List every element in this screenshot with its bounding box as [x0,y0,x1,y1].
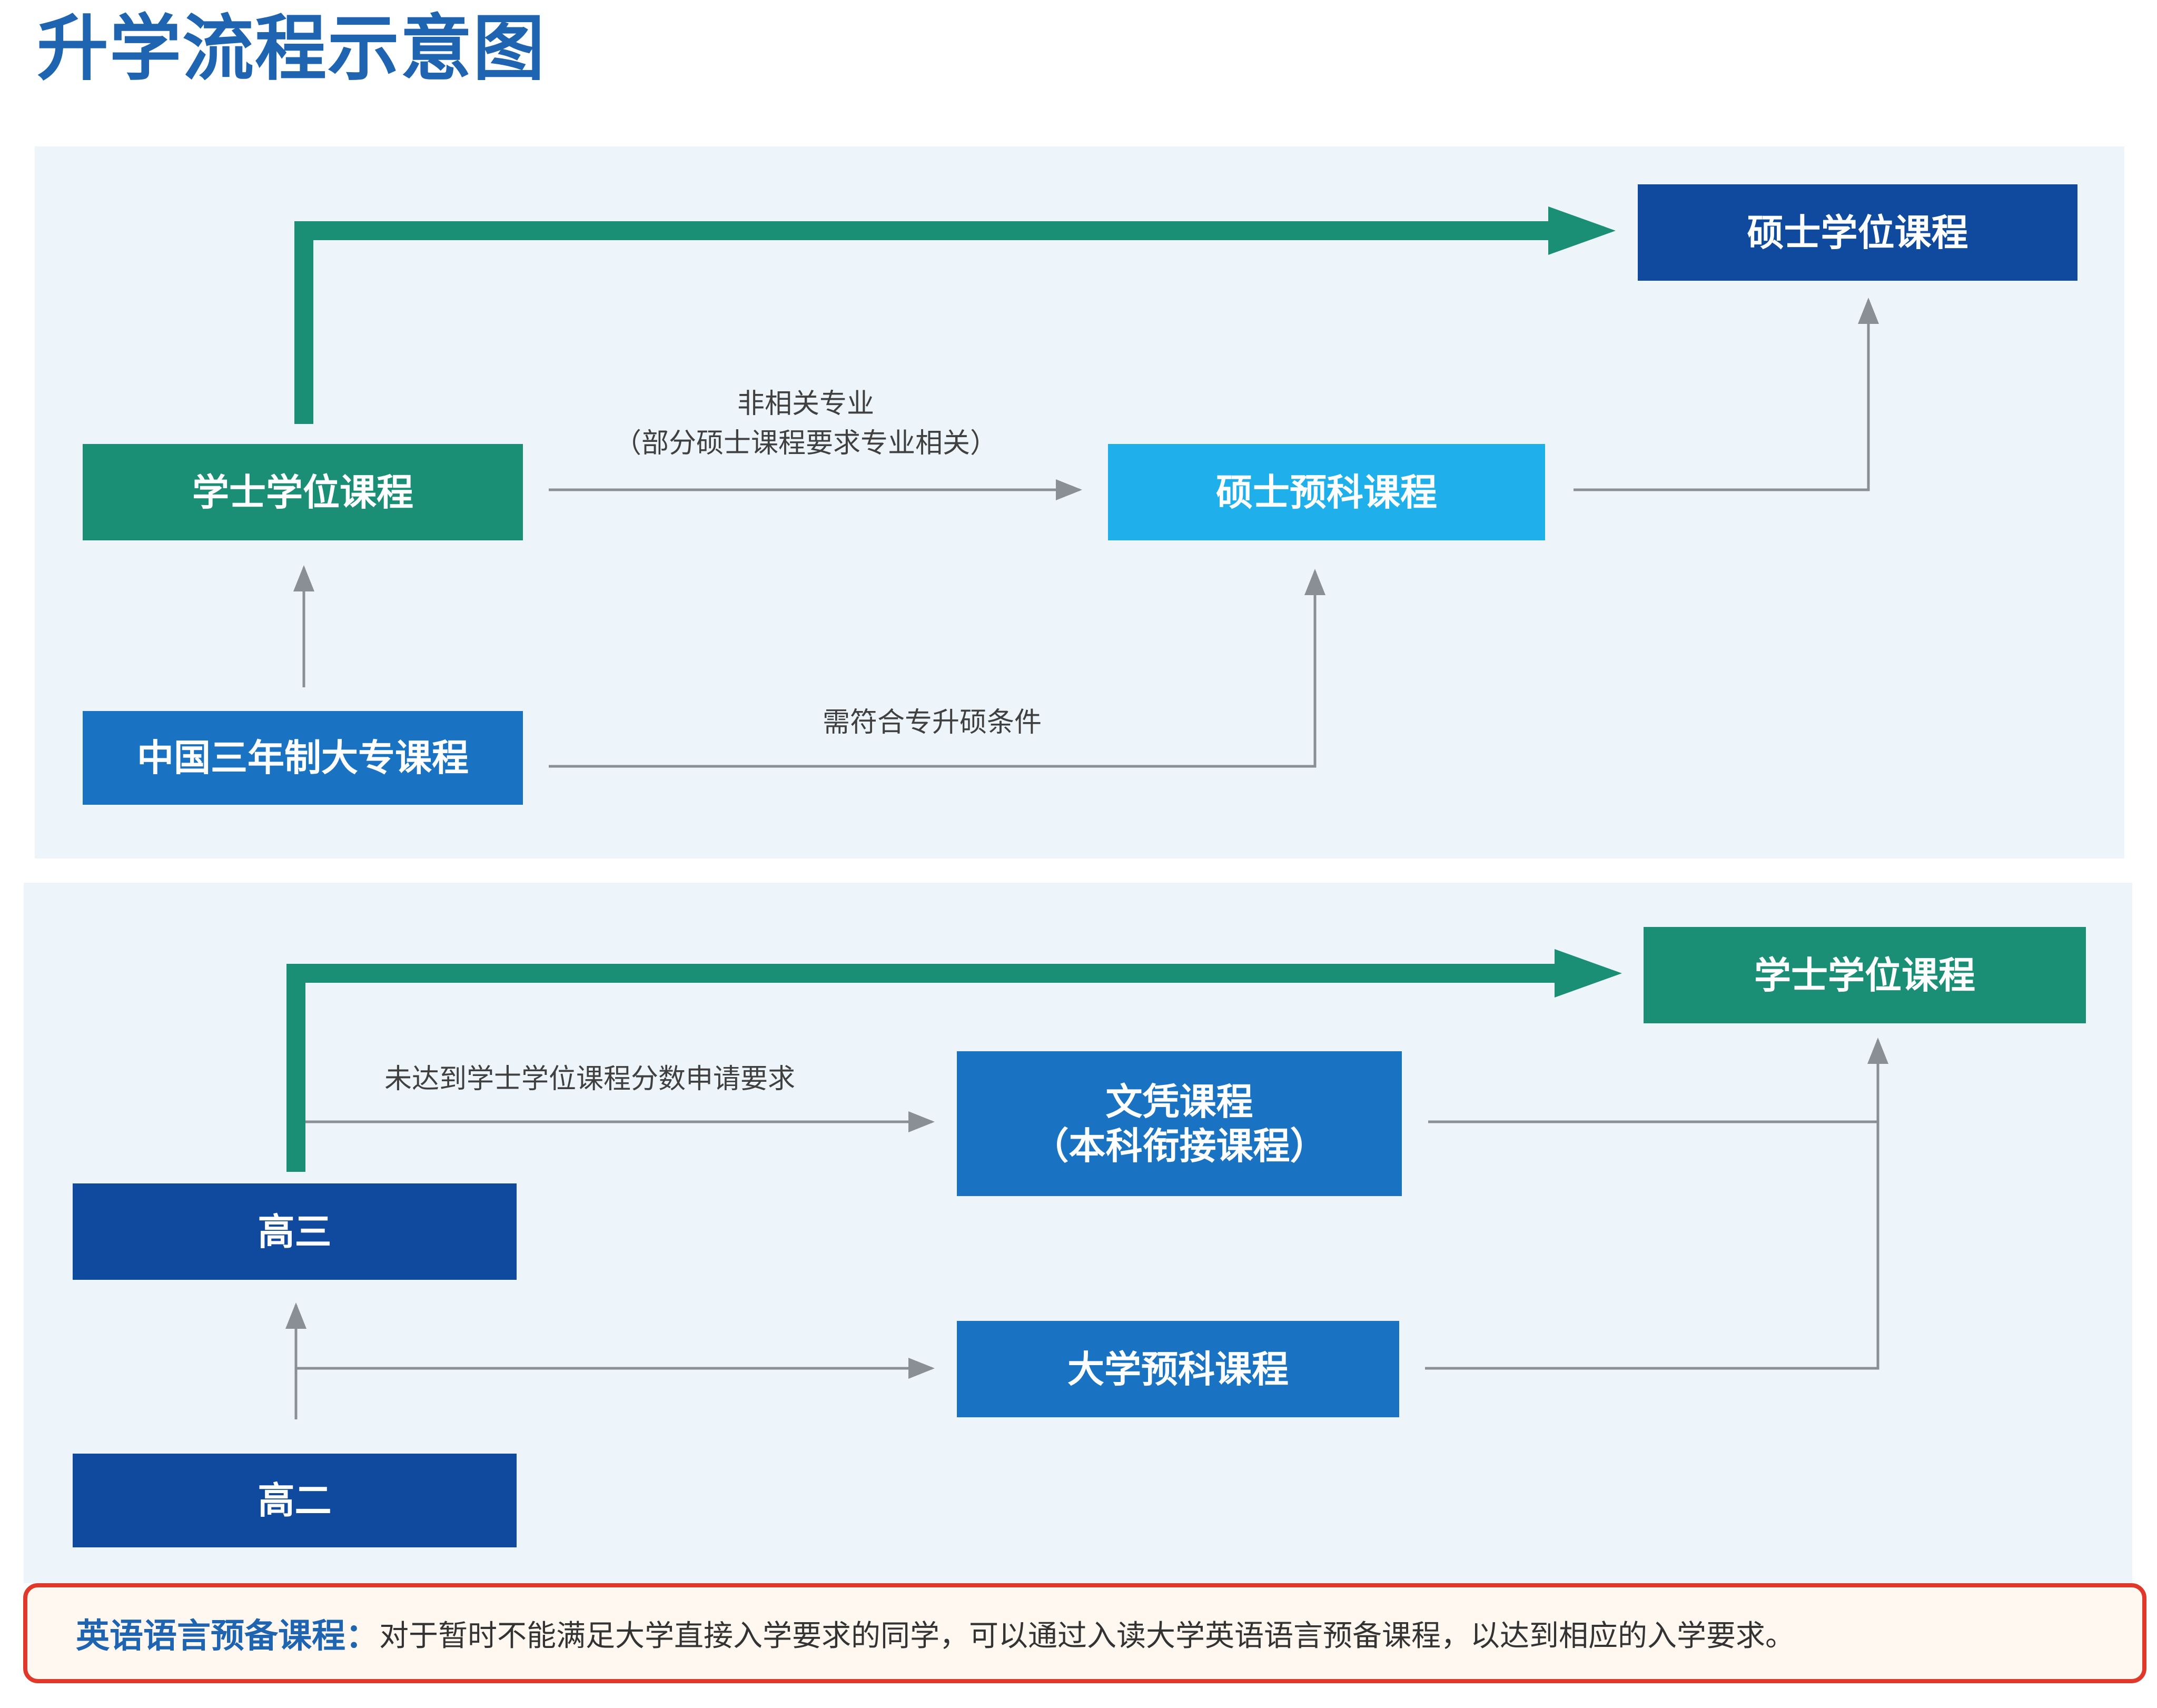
box-china-3yr-diploma: 中国三年制大专课程 [83,711,523,805]
box-grade-11: 高二 [73,1454,517,1547]
arrow-bachelor-to-masters [294,221,1554,424]
page-title: 升学流程示意图 [37,7,546,91]
box-foundation: 大学预科课程 [957,1321,1399,1417]
arrow-grade12-to-bachelor [286,964,1560,1172]
box-pre-masters: 硕士预科课程 [1108,444,1545,540]
box-bachelor-degree-2: 学士学位课程 [1644,927,2086,1023]
box-masters-degree: 硕士学位课程 [1638,184,2077,281]
arrow-diploma-to-bachelor [1428,1038,1888,1123]
box-bachelor-degree: 学士学位课程 [83,444,523,540]
label-upgrade-condition: 需符合专升硕条件 [822,707,1042,738]
note-title: 英语语言预备课程： [76,1617,379,1656]
note-text: 对于暂时不能满足大学直接入学要求的同学，可以通过入读大学英语语言预备课程，以达到… [379,1618,1795,1653]
arrow-foundation-to-bachelor [1425,1122,1879,1370]
box-diploma-pathway: 文凭课程 （本科衔接课程） [957,1051,1402,1196]
label-non-related-major: 非相关专业 （部分硕士课程要求专业相关） [614,388,997,460]
english-prep-note: 英语语言预备课程： 对于暂时不能满足大学直接入学要求的同学，可以通过入读大学英语… [23,1583,2146,1683]
arrow-diploma-to-premasters [549,569,1325,768]
label-score-not-met: 未达到学士学位课程分数申请要求 [384,1063,796,1095]
arrow-bachelor-to-masters-head [1548,206,1616,255]
arrow-premasters-to-masters [1574,298,1879,491]
arrow-grade12-to-bachelor-head [1555,949,1622,998]
box-grade-12: 高三 [73,1183,517,1280]
